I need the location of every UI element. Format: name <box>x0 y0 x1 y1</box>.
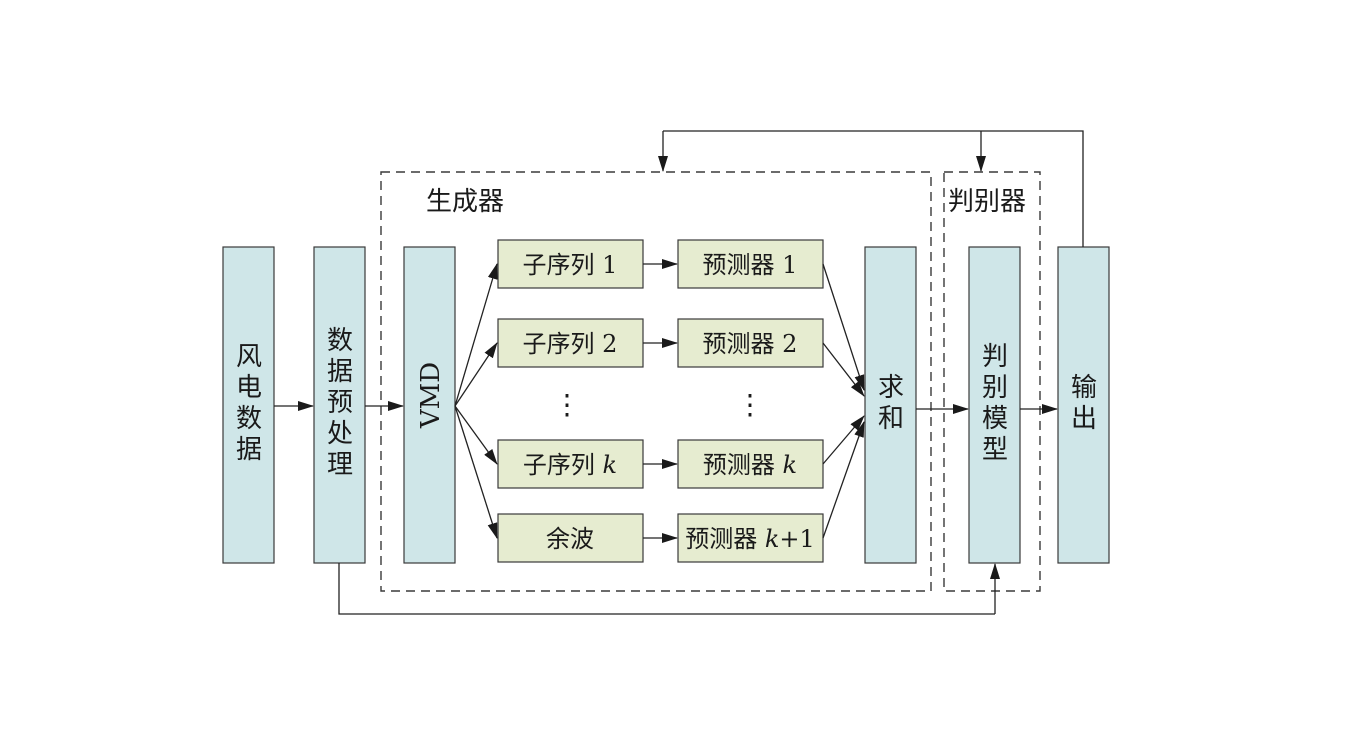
wind-data-box <box>222 246 275 564</box>
svg-text:别: 别 <box>982 373 1008 403</box>
arrow-vmd-to-residual <box>454 405 498 539</box>
svg-text:和: 和 <box>878 404 904 434</box>
arrow-vmd-to-subseries-2 <box>454 342 498 407</box>
generator-label: 生成器 <box>426 187 504 217</box>
svg-text:出: 出 <box>1071 404 1097 434</box>
discriminator-model-label: 判 别 模 型 <box>982 342 1008 465</box>
svg-text:电: 电 <box>236 373 262 403</box>
discriminator-group <box>943 171 1041 592</box>
vmd-box <box>403 246 456 564</box>
real-data-line <box>338 563 995 615</box>
output-label: 输 出 <box>1071 373 1097 434</box>
arrow-predictor-1-to-sum <box>822 263 865 391</box>
output-box <box>1057 246 1110 564</box>
predictor-ellipsis: ⋮ <box>736 388 764 421</box>
svg-text:型: 型 <box>982 435 1008 465</box>
arrow-vmd-to-subseries-1 <box>454 263 498 407</box>
sum-box <box>864 246 917 564</box>
svg-text:判: 判 <box>982 342 1008 372</box>
generator-group <box>380 171 932 592</box>
arrow-predictor-k-plus-1-to-sum <box>822 421 865 539</box>
svg-text:预: 预 <box>327 388 353 418</box>
svg-text:求: 求 <box>878 373 904 403</box>
vmd-label: VMD <box>416 362 446 429</box>
arrow-predictor-2-to-sum <box>822 342 865 397</box>
subseries-ellipsis: ⋮ <box>553 388 581 421</box>
predictor-box-2 <box>677 318 824 368</box>
svg-text:数: 数 <box>236 404 262 434</box>
predictor-box-1 <box>677 239 824 289</box>
predictor-label-1: 预测器 1 <box>703 251 798 279</box>
sum-label: 求 和 <box>878 373 904 434</box>
svg-text:据: 据 <box>236 435 262 465</box>
svg-text:风: 风 <box>236 342 262 372</box>
svg-text:据: 据 <box>327 357 353 387</box>
svg-text:模: 模 <box>982 404 1008 434</box>
wind-data-label: 风 电 数 据 <box>236 342 262 465</box>
preprocess-box <box>313 246 366 564</box>
subseries-label-2: 子序列 2 <box>523 330 618 358</box>
predictor-label-k: 预测器 k <box>703 451 797 479</box>
residual-box <box>497 513 644 563</box>
subseries-label-1: 子序列 1 <box>523 251 618 279</box>
predictor-box-k-plus-1 <box>677 513 824 563</box>
subseries-box-k <box>497 439 644 489</box>
subseries-label-k: 子序列 k <box>523 451 617 479</box>
arrow-vmd-to-subseries-k <box>454 405 498 465</box>
preprocess-label: 数 据 预 处 理 <box>327 326 353 480</box>
residual-label: 余波 <box>546 525 594 553</box>
predictor-label-k-plus-1: 预测器 k+1 <box>685 525 815 553</box>
discriminator-model-box <box>968 246 1021 564</box>
predictor-box-k <box>677 439 824 489</box>
svg-text:处: 处 <box>327 419 353 449</box>
svg-text:数: 数 <box>327 326 353 356</box>
svg-text:输: 输 <box>1071 373 1097 403</box>
predictor-label-2: 预测器 2 <box>703 330 798 358</box>
discriminator-label: 判别器 <box>948 187 1026 217</box>
svg-text:理: 理 <box>327 450 353 480</box>
feedback-line <box>663 130 1084 247</box>
